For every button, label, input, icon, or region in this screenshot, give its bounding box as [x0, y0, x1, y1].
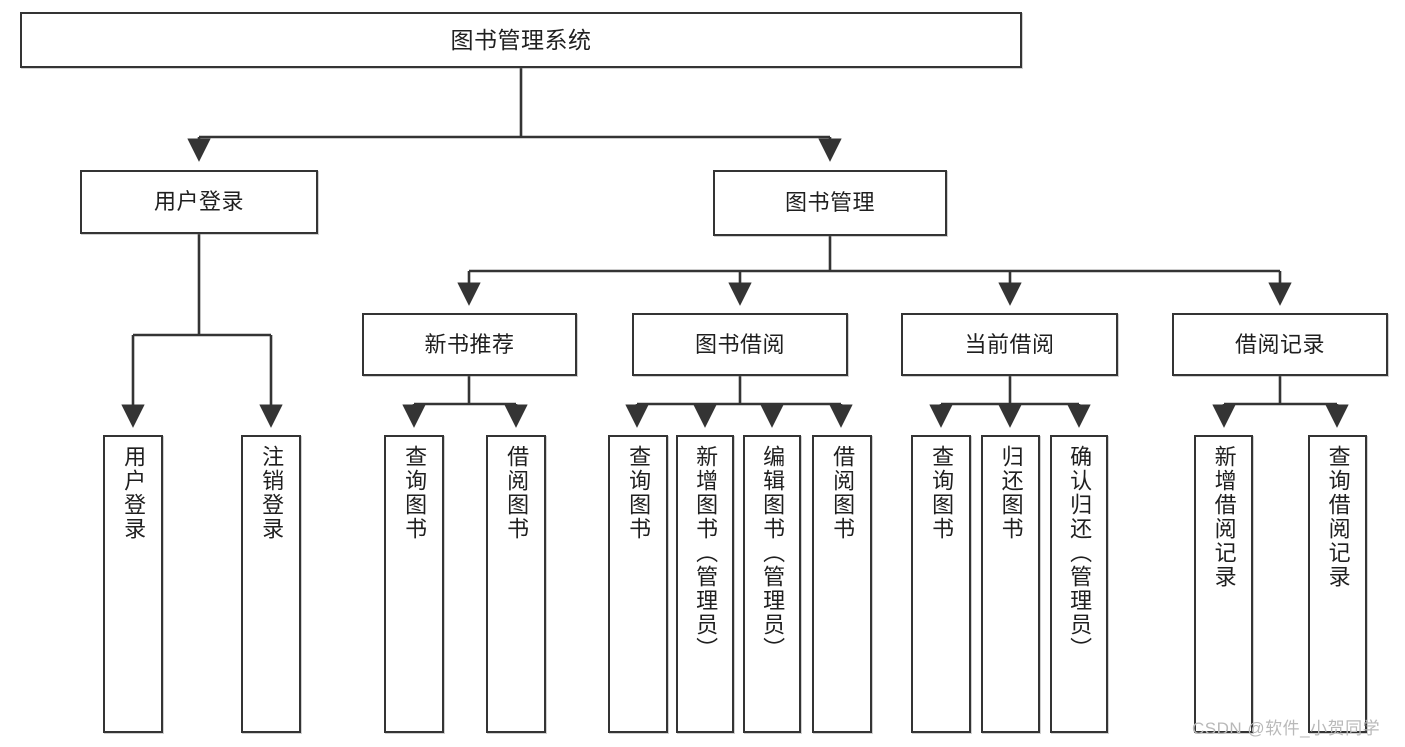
leaf-edit-book-admin[interactable]: 编辑图书（管理员）	[743, 435, 801, 733]
node-label: 图书管理系统	[450, 26, 592, 53]
leaf-query-borrow-record[interactable]: 查询借阅记录	[1308, 435, 1367, 733]
leaf-query-book-current[interactable]: 查询图书	[911, 435, 971, 733]
node-label: 注销登录	[259, 445, 285, 541]
leaf-query-book-recommend[interactable]: 查询图书	[384, 435, 444, 733]
node-label: 确认归还（管理员）	[1067, 445, 1093, 661]
node-label: 新增图书（管理员）	[693, 445, 719, 661]
node-label: 借阅图书	[504, 445, 530, 541]
leaf-user-login[interactable]: 用户登录	[103, 435, 163, 733]
node-borrow-record[interactable]: 借阅记录	[1172, 313, 1388, 376]
node-label: 图书借阅	[694, 331, 785, 357]
node-label: 用户登录	[153, 189, 244, 215]
node-user-login[interactable]: 用户登录	[80, 170, 318, 234]
node-label: 归还图书	[998, 445, 1024, 541]
leaf-borrow-book[interactable]: 借阅图书	[812, 435, 872, 733]
leaf-user-logout[interactable]: 注销登录	[241, 435, 301, 733]
node-label: 图书管理	[784, 190, 875, 216]
node-label: 借阅记录	[1234, 331, 1325, 357]
node-label: 借阅图书	[830, 445, 856, 541]
node-label: 查询图书	[402, 445, 428, 541]
node-new-book-recommend[interactable]: 新书推荐	[362, 313, 577, 376]
leaf-add-book-admin[interactable]: 新增图书（管理员）	[676, 435, 734, 733]
node-label: 新增借阅记录	[1211, 445, 1237, 589]
node-label: 查询图书	[929, 445, 955, 541]
watermark-text: CSDN @软件_小贺同学	[1192, 719, 1381, 738]
node-label: 编辑图书（管理员）	[760, 445, 786, 661]
node-label: 查询图书	[626, 445, 652, 541]
leaf-confirm-return-admin[interactable]: 确认归还（管理员）	[1050, 435, 1108, 733]
node-label: 查询借阅记录	[1325, 445, 1351, 589]
leaf-return-book[interactable]: 归还图书	[981, 435, 1040, 733]
node-label: 当前借阅	[964, 331, 1055, 357]
leaf-add-borrow-record[interactable]: 新增借阅记录	[1194, 435, 1253, 733]
node-root-system[interactable]: 图书管理系统	[20, 12, 1022, 68]
leaf-borrow-book-recommend[interactable]: 借阅图书	[486, 435, 546, 733]
node-book-borrow[interactable]: 图书借阅	[632, 313, 848, 376]
node-label: 用户登录	[121, 445, 147, 541]
node-book-management[interactable]: 图书管理	[713, 170, 947, 236]
node-label: 新书推荐	[424, 331, 515, 357]
node-current-borrow[interactable]: 当前借阅	[901, 313, 1118, 376]
leaf-query-book-borrow[interactable]: 查询图书	[608, 435, 668, 733]
